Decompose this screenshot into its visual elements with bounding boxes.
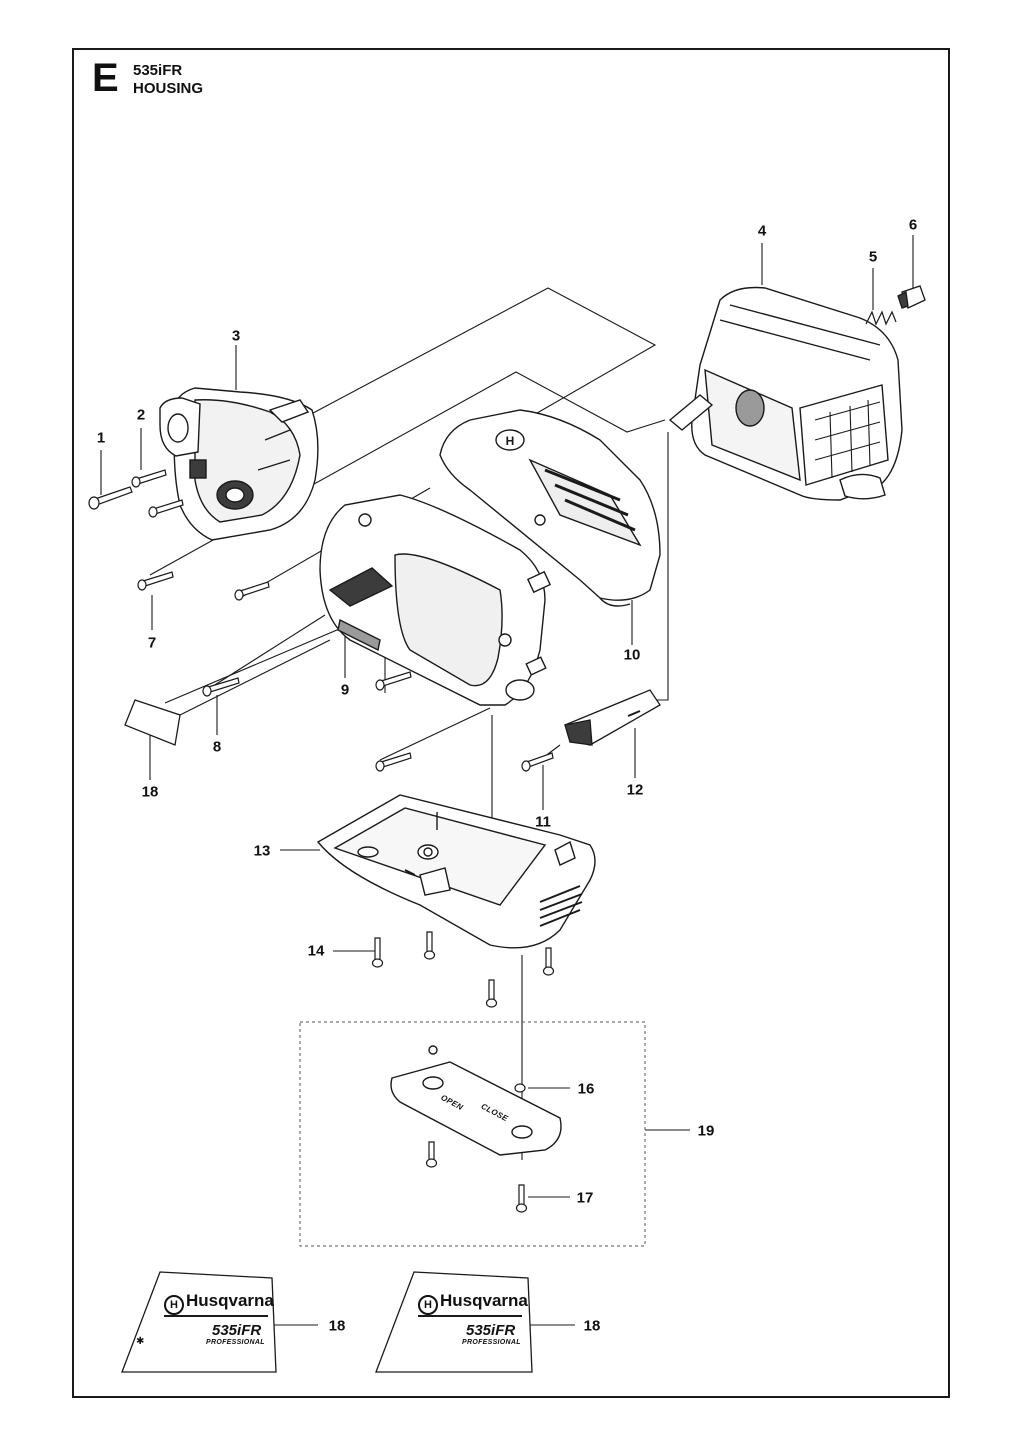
decal-outline-1 — [121, 1271, 277, 1373]
part-12-handle-cover — [564, 689, 661, 746]
part-16-nut — [514, 1083, 526, 1093]
callout-12: 12 — [626, 781, 644, 799]
decal-1-tag: PROFESSIONAL — [206, 1339, 265, 1346]
svg-text:H: H — [506, 434, 515, 448]
screw-17 — [425, 1141, 528, 1213]
section-letter: E — [92, 56, 119, 100]
callout-19: 19 — [697, 1122, 715, 1140]
screw-7 — [137, 571, 270, 601]
callout-1: 1 — [96, 429, 106, 447]
callout-7: 7 — [147, 634, 157, 652]
callout-18-decal-right: 18 — [583, 1317, 601, 1335]
part-13-bottom-pan — [316, 794, 596, 949]
callout-11: 11 — [535, 813, 551, 831]
callout-10: 10 — [623, 646, 641, 664]
screw-11 — [375, 752, 554, 772]
part-10-top-cover: H — [439, 409, 661, 607]
callout-4: 4 — [757, 222, 767, 240]
part-19-kit-box — [299, 1021, 646, 1247]
model-name: 535iFR — [133, 62, 183, 79]
callout-14: 14 — [307, 942, 325, 960]
diagram-frame — [72, 48, 950, 1398]
diagram-title: HOUSING — [133, 80, 204, 97]
callout-18-small: 18 — [141, 783, 159, 801]
part-19-plate — [390, 1045, 562, 1156]
screw-14 — [371, 931, 555, 1008]
part-3-housing-half — [159, 387, 319, 541]
part-5-spring — [865, 310, 897, 326]
decal-1-model: 535iFR — [212, 1322, 262, 1339]
screw-2 — [131, 469, 184, 518]
screw-8 — [202, 671, 412, 697]
decal-outline-2 — [375, 1271, 533, 1373]
decal-2-model: 535iFR — [466, 1322, 516, 1339]
callout-leaders — [100, 235, 914, 1326]
callout-17: 17 — [576, 1189, 594, 1207]
callout-6: 6 — [908, 216, 918, 234]
bluetooth-icon: ✱ — [136, 1336, 145, 1347]
screw-1 — [88, 486, 133, 510]
part-4-cylinder-cover — [668, 286, 903, 501]
part-9-middle-housing — [319, 494, 552, 706]
part-18-small-decal — [124, 699, 181, 746]
callout-13: 13 — [253, 842, 271, 860]
husqvarna-logo-icon: H — [418, 1295, 438, 1315]
callout-8: 8 — [212, 738, 222, 756]
callout-18-decal-left: 18 — [328, 1317, 346, 1335]
callout-16: 16 — [577, 1080, 595, 1098]
decal-2-tag: PROFESSIONAL — [462, 1339, 521, 1346]
part-6-clip — [897, 285, 926, 309]
callout-9: 9 — [340, 681, 350, 699]
callout-3: 3 — [231, 327, 241, 345]
callout-5: 5 — [868, 248, 878, 266]
husqvarna-logo-icon: H — [164, 1295, 184, 1315]
callout-2: 2 — [136, 406, 146, 424]
